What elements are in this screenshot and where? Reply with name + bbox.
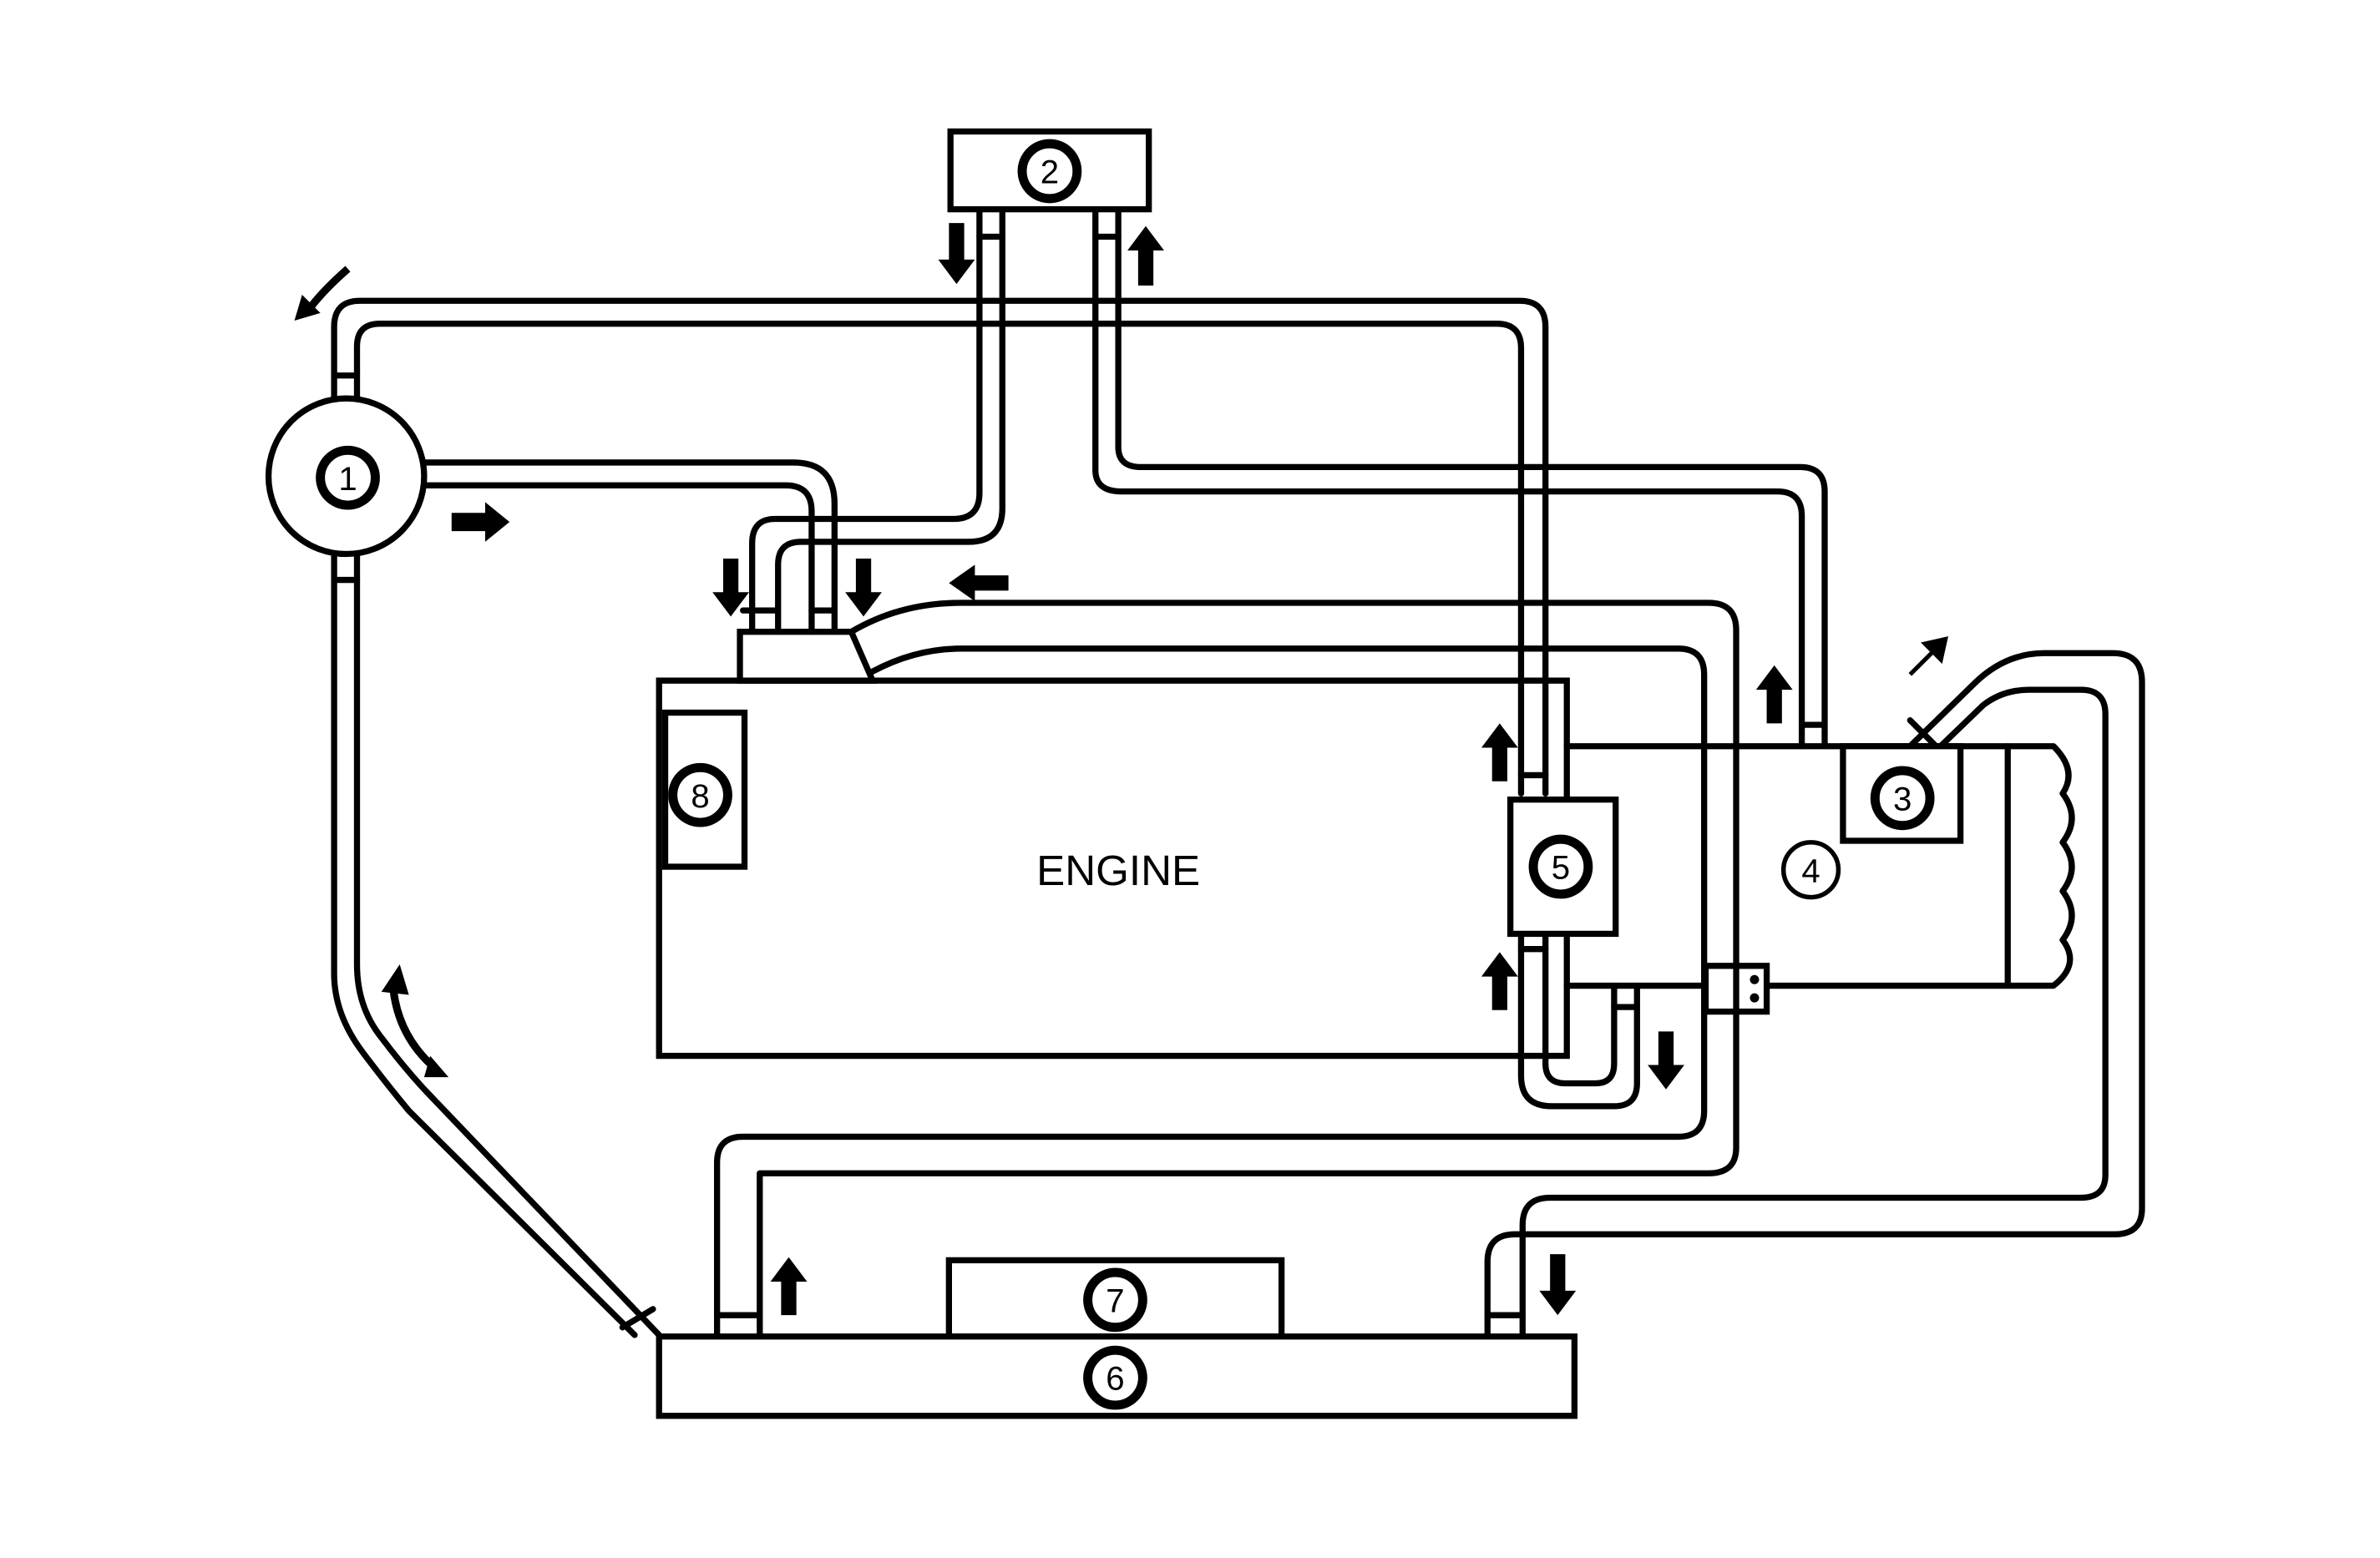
callout-6: 6: [1083, 1345, 1147, 1410]
flow-arrow-down-radiator: [1539, 1254, 1577, 1316]
coolant-hoses: [331, 205, 2145, 1338]
flow-arrow-down-2: [938, 223, 975, 285]
flow-arrow-diagonal-3: [1908, 636, 1948, 676]
engine-label: ENGINE: [1036, 847, 1200, 894]
flow-arrow-head: [294, 294, 321, 321]
callout-8-label: 8: [691, 777, 709, 815]
callout-7-label: 7: [1106, 1282, 1124, 1320]
flow-arrow-down-engine-b: [845, 559, 882, 617]
callout-5: 5: [1528, 834, 1593, 899]
flow-arrow-curved-left: [389, 991, 438, 1071]
callout-3-label: 3: [1893, 780, 1912, 817]
flow-arrow-up-2: [1127, 225, 1164, 286]
callout-2: 2: [1017, 139, 1082, 204]
flow-arrow-up-3: [1755, 665, 1793, 724]
flow-arrow-up-5a: [1481, 723, 1518, 782]
flow-arrows: [294, 223, 1948, 1316]
flow-arrow-up-5b: [1481, 952, 1518, 1010]
callout-7: 7: [1083, 1267, 1147, 1333]
callout-4-label: 4: [1801, 852, 1820, 889]
callout-8: 8: [668, 762, 732, 827]
callout-6-label: 6: [1106, 1360, 1124, 1398]
engine-block: ENGINE: [656, 677, 1570, 1060]
flow-arrow-right: [451, 502, 510, 542]
engine-outlet-housing: [737, 629, 878, 684]
flow-arrow-down-engine-a: [712, 559, 750, 617]
flow-arrow-head: [423, 1055, 449, 1078]
callout-2-label: 2: [1041, 154, 1059, 191]
flow-arrow-down-5: [1648, 1031, 1684, 1090]
flow-arrow-head: [381, 964, 409, 995]
callout-1: 1: [316, 445, 380, 510]
flow-arrow-up-radiator: [770, 1257, 808, 1316]
callout-1-label: 1: [338, 460, 357, 498]
callout-4: 4: [1780, 840, 1841, 900]
flow-arrow-left: [949, 564, 1009, 602]
callout-5-label: 5: [1552, 849, 1570, 887]
callout-3: 3: [1870, 766, 1935, 831]
